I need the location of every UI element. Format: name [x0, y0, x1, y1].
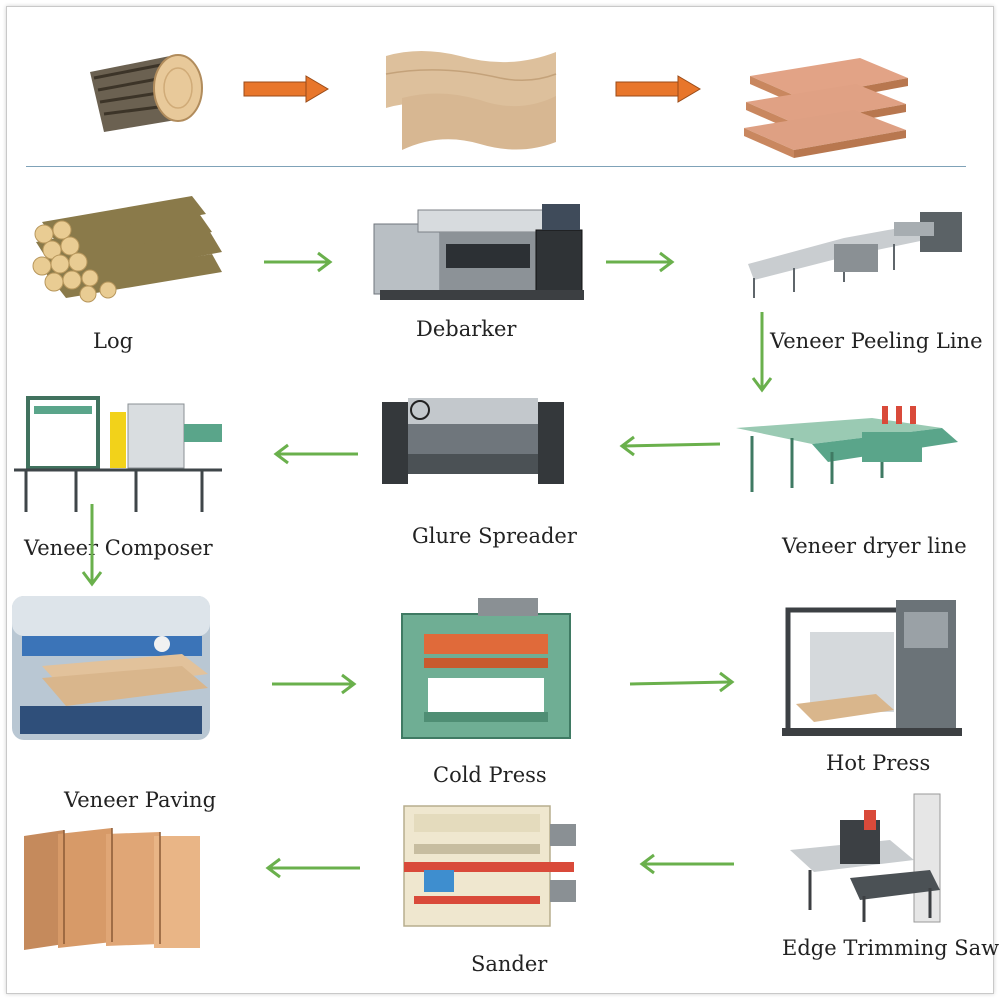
veneer-paving-photo — [12, 596, 210, 740]
orange-arrow-1 — [243, 75, 329, 103]
flow-arrow-paving-to-cold — [272, 673, 357, 695]
flow-arrow-debarker-to-peeling — [606, 251, 675, 273]
peeling-label: Veneer Peeling Line — [770, 329, 983, 353]
paving-label: Veneer Paving — [64, 788, 217, 812]
trimming-label: Edge Trimming Saw — [782, 936, 1000, 960]
dryer-line-image — [736, 406, 958, 492]
sander-machine-image — [403, 805, 576, 927]
flow-arrow-cold-to-hot — [629, 671, 735, 693]
hot-press-image — [782, 600, 962, 736]
cold-press-label: Cold Press — [433, 763, 547, 787]
log-section-image — [90, 54, 203, 132]
plywood-stack-image — [744, 58, 908, 158]
debarker-machine-image — [373, 204, 584, 300]
flow-arrow-composer-to-paving — [81, 504, 103, 587]
cold-press-image — [401, 598, 571, 739]
spreader-label: Glure Spreader — [412, 524, 577, 548]
flow-arrow-peeling-to-dryer — [751, 312, 773, 393]
dryer-label: Veneer dryer line — [782, 534, 967, 558]
orange-arrow-2 — [615, 75, 701, 103]
sander-label: Sander — [471, 952, 548, 976]
flow-arrow-sander-to-plywood — [265, 857, 360, 879]
debarker-label: Debarker — [416, 317, 517, 341]
flow-arrow-log-to-debarker — [264, 251, 333, 273]
log-pile-image — [32, 196, 222, 303]
flow-arrow-trimming-to-sander — [639, 853, 734, 875]
flow-arrow-spreader-to-composer — [273, 443, 358, 465]
log-label: Log — [93, 329, 134, 353]
hot-press-label: Hot Press — [826, 751, 931, 775]
section-divider — [26, 166, 966, 167]
finished-plywood-image — [24, 828, 200, 950]
flow-arrow-dryer-to-spreader — [619, 435, 721, 457]
veneer-sheets-image — [385, 51, 557, 150]
edge-trimming-saw-image — [790, 793, 941, 923]
veneer-composer-image — [14, 396, 222, 512]
glue-spreader-image — [382, 398, 564, 484]
composer-label: Veneer Composer — [24, 536, 213, 560]
peeling-line-image — [748, 212, 962, 298]
